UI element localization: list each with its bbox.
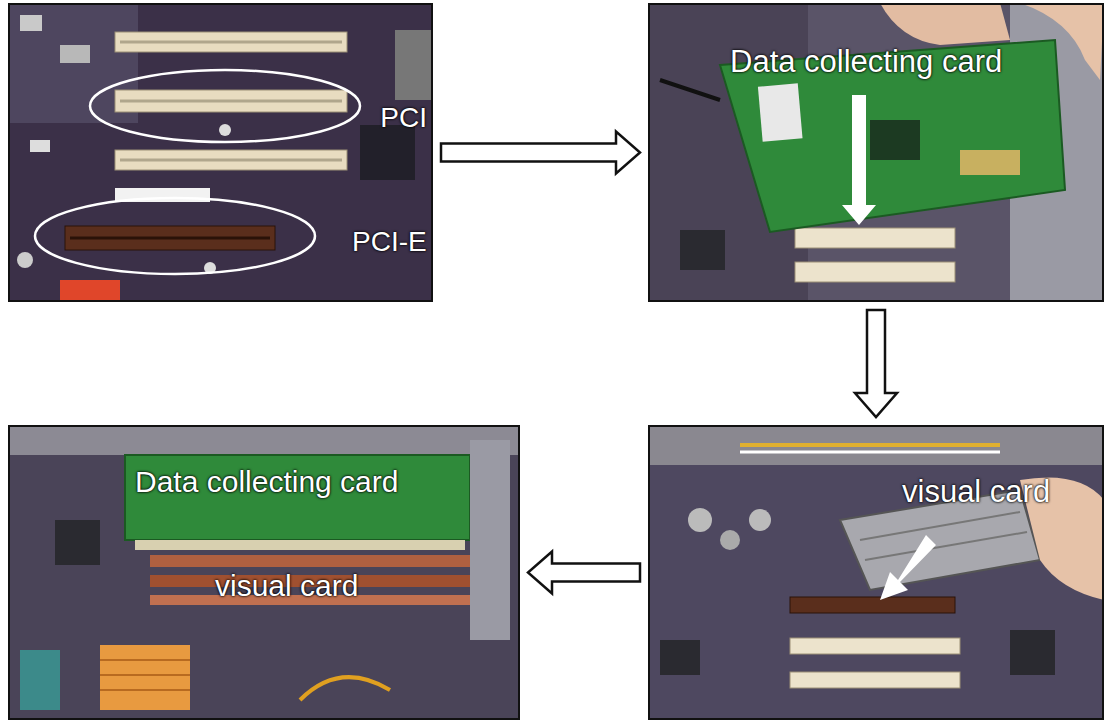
installed-cards-photo — [8, 425, 520, 720]
panel-label: PCI — [380, 103, 427, 134]
photo-panel: visual card — [648, 425, 1104, 720]
card-insertion-photo — [648, 3, 1104, 302]
panel-label: Data collecting card — [135, 465, 398, 498]
block-arrow — [855, 310, 897, 417]
block-arrow — [528, 552, 640, 594]
panel-label: visual card — [902, 475, 1050, 509]
motherboard-photo — [8, 3, 433, 302]
photo-panel: Data collecting card visual card — [8, 425, 520, 720]
panel-label: Data collecting card — [730, 45, 1002, 79]
panel-label: visual card — [215, 569, 358, 602]
visual-card-insertion-photo — [648, 425, 1104, 720]
photo-panel: PCI PCI-E — [8, 3, 433, 302]
panel-label: PCI-E — [352, 227, 427, 258]
block-arrow — [441, 132, 640, 174]
photo-panel: Data collecting card — [648, 3, 1104, 302]
